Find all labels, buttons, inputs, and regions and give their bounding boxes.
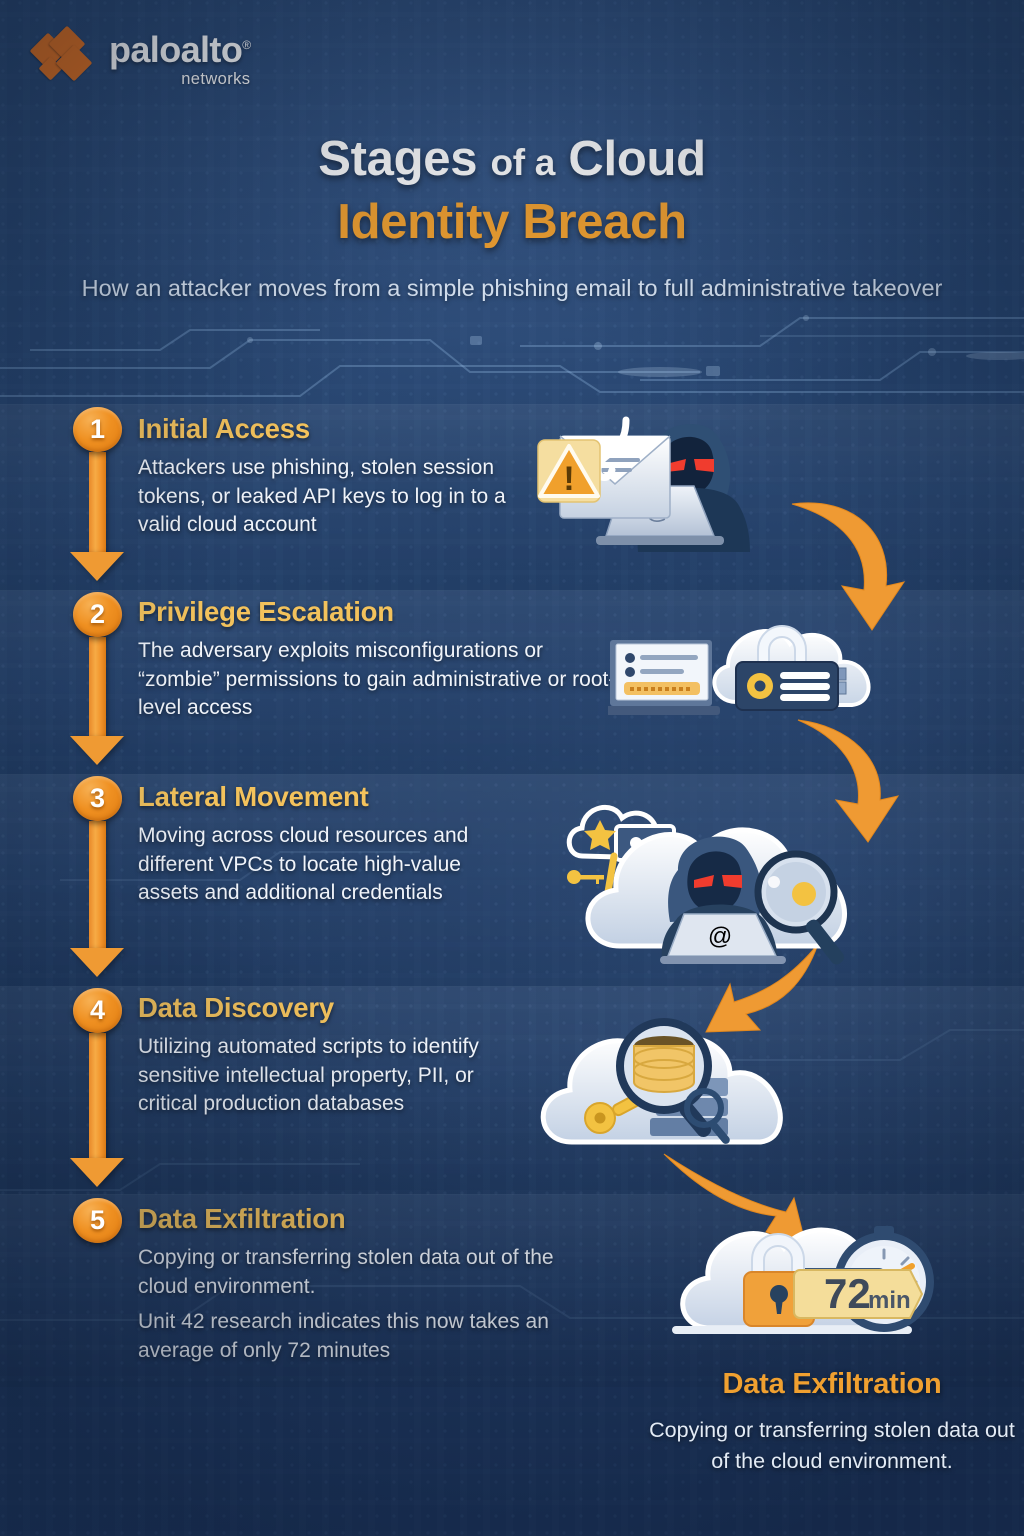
stage-3-heading: Lateral Movement (138, 781, 369, 812)
footer-body: Copying or transferring stolen data out … (649, 1418, 1015, 1474)
connector-line-gold (604, 852, 618, 896)
stage-1-heading: Initial Access (138, 413, 310, 444)
cloud-lock-timer-illustration: 72 min (672, 1226, 934, 1334)
timer-unit: min (868, 1287, 911, 1314)
stage-badge-5: 5 (73, 1198, 122, 1243)
stage-number-2: 2 (89, 599, 106, 629)
stage-3-body: Moving across cloud resources and differ… (138, 824, 469, 905)
page-subtitle: How an attacker moves from a simple phis… (81, 275, 943, 301)
stage-4-body: Utilizing automated scripts to identify … (138, 1035, 479, 1116)
cloud-database-search-illustration (540, 1018, 783, 1145)
cloud-lock-credentials-illustration (608, 625, 871, 715)
stage-3: Lateral Movement Moving across cloud res… (138, 781, 516, 908)
title-word-cloud: Cloud (568, 132, 706, 186)
key-icon-left (567, 870, 604, 884)
page-title: Stages of a Cloud Identity Breach (0, 128, 1024, 253)
database-cylinder-icon (633, 1036, 695, 1093)
registered-mark: ® (242, 38, 251, 52)
stage-1-body: Attackers use phishing, stolen session t… (138, 456, 506, 537)
timer-value: 72 (824, 1270, 871, 1317)
palo-alto-networks-logo: paloalto® networks (29, 25, 251, 88)
stage-number-5: 5 (89, 1205, 106, 1235)
stage-badge-4: 4 (73, 988, 122, 1033)
stage-connector-bar-4 (89, 1033, 106, 1162)
stage-number-3: 3 (89, 783, 106, 813)
stage-connector-bar-3 (89, 821, 106, 952)
stage-5-body-line-2: Unit 42 research indicates this now take… (138, 1310, 549, 1362)
footer-caption: Data Exfiltration Copying or transferrin… (640, 1368, 1024, 1477)
stage-connector-arrow-4 (70, 1158, 124, 1187)
key-icon (584, 1091, 648, 1134)
magnifying-glass-icon (754, 850, 845, 965)
logo-subname: networks (181, 70, 251, 88)
stage-connector-bar-1 (89, 452, 106, 556)
stage-5-heading: Data Exfiltration (138, 1203, 346, 1234)
stage-badge-3: 3 (73, 776, 122, 821)
stage-badge-2: 2 (73, 592, 122, 637)
title-line-2: Identity Breach (337, 194, 687, 249)
stage-2-heading: Privilege Escalation (138, 596, 394, 627)
stage-5: Data Exfiltration Copying or transferrin… (138, 1203, 606, 1365)
title-word-ofa: of a (490, 142, 556, 183)
logo-wordmark: paloalto® networks (109, 29, 251, 88)
stage-connector-arrow-1 (70, 552, 124, 581)
logo-name: paloalto (109, 29, 243, 70)
phishing-email-hacker-illustration: @ ! (537, 416, 750, 552)
flow-arrow-1-to-2 (791, 502, 906, 631)
warning-alert-icon: ! (537, 439, 601, 503)
magnifying-glass-icon-small (684, 1088, 730, 1144)
flow-arrow-2-to-3 (797, 719, 900, 843)
flow-arrow-3-to-4 (705, 943, 819, 1033)
stage-4: Data Discovery Utilizing automated scrip… (138, 992, 490, 1119)
stage-badge-1: 1 (73, 407, 122, 452)
padlock-credential-card-icon (735, 625, 839, 711)
palo-alto-diamond-logomark (29, 25, 96, 87)
timer-badge: 72 min (793, 1269, 924, 1319)
footer-heading: Data Exfiltration (722, 1368, 942, 1400)
credentials-form-screen (608, 640, 720, 715)
title-word-stages: Stages (318, 132, 478, 186)
at-symbol-glyph: @ (708, 923, 732, 950)
cloud-hacker-magnifier-illustration: @ (566, 805, 847, 965)
stage-number-1: 1 (89, 414, 106, 444)
warning-exclamation-glyph: ! (563, 460, 574, 498)
magnifying-glass-icon (616, 1018, 712, 1137)
stage-5-body-line-1: Copying or transferring stolen data out … (138, 1246, 554, 1298)
stage-1: Initial Access Attackers use phishing, s… (138, 413, 538, 540)
stage-connector-bar-2 (89, 637, 106, 740)
stage-number-4: 4 (89, 995, 106, 1025)
stage-connector-arrow-3 (70, 948, 124, 977)
stage-2-body: The adversary exploits misconfigurations… (138, 639, 616, 720)
laptop-icon: @ (660, 913, 786, 964)
title-line-1: Stages of a Cloud (0, 128, 1024, 191)
stage-4-heading: Data Discovery (138, 992, 334, 1023)
stage-2: Privilege Escalation The adversary explo… (138, 596, 616, 723)
stage-connector-arrow-2 (70, 736, 124, 765)
